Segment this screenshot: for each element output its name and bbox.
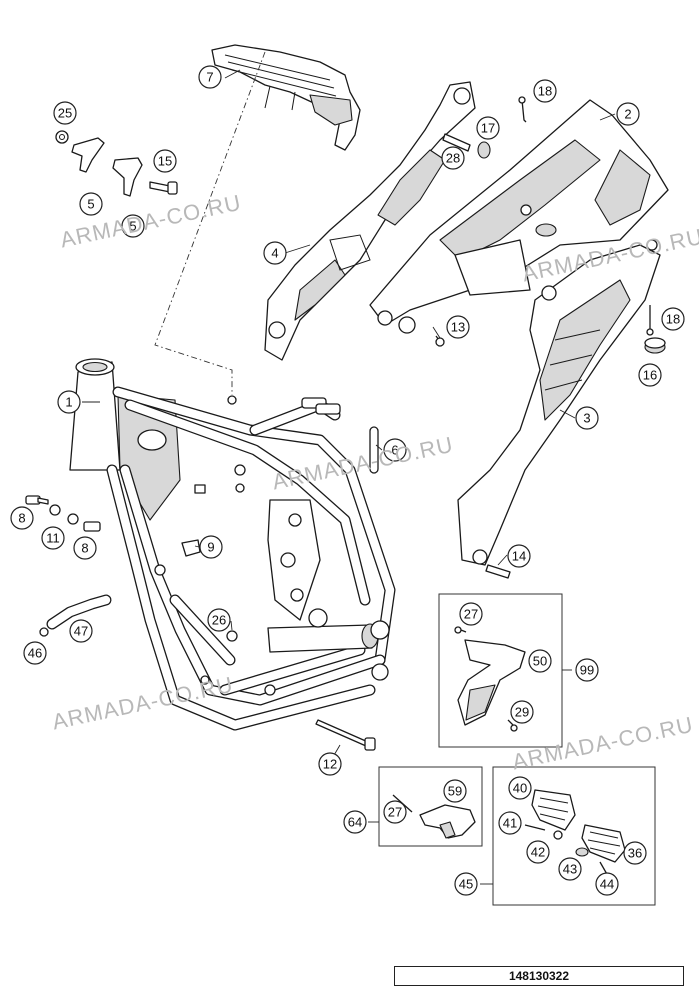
svg-text:18: 18: [666, 312, 680, 327]
svg-text:43: 43: [563, 862, 577, 877]
callout-64: 64: [343, 810, 367, 834]
callout-25: 25: [53, 101, 77, 125]
svg-text:2: 2: [624, 107, 631, 122]
svg-text:8: 8: [18, 511, 25, 526]
callout-44: 44: [595, 872, 619, 896]
callout-14: 14: [507, 544, 531, 568]
svg-text:26: 26: [212, 613, 226, 628]
kit-99-chain-guide: [438, 593, 572, 748]
svg-text:18: 18: [538, 84, 552, 99]
callout-2: 2: [616, 102, 640, 126]
callout-7: 7: [198, 65, 222, 89]
callout-5a: 5: [79, 192, 103, 216]
svg-text:5: 5: [87, 197, 94, 212]
side-cover: [264, 81, 476, 361]
svg-text:14: 14: [512, 549, 526, 564]
svg-text:17: 17: [481, 121, 495, 136]
callout-36: 36: [623, 841, 647, 865]
svg-text:27: 27: [464, 607, 478, 622]
callout-1: 1: [57, 390, 81, 414]
subframe-upper: [369, 99, 669, 334]
svg-text:5: 5: [129, 219, 136, 234]
svg-text:40: 40: [513, 781, 527, 796]
svg-text:1: 1: [65, 395, 72, 410]
callout-99: 99: [575, 658, 599, 682]
svg-text:13: 13: [451, 320, 465, 335]
svg-text:44: 44: [600, 877, 614, 892]
callout-29: 29: [510, 700, 534, 724]
svg-text:7: 7: [206, 70, 213, 85]
callouts: 1 2 3 4 5 5 6 7 8 8 9 11 12 13 14 15 16 …: [10, 65, 685, 896]
kit-64-slider: [368, 766, 483, 847]
svg-text:16: 16: [643, 368, 657, 383]
svg-text:29: 29: [515, 705, 529, 720]
svg-text:27: 27: [388, 805, 402, 820]
callout-40: 40: [508, 776, 532, 800]
svg-text:8: 8: [81, 541, 88, 556]
callout-18a: 18: [533, 79, 557, 103]
svg-text:6: 6: [391, 443, 398, 458]
callout-17: 17: [476, 116, 500, 140]
callout-9: 9: [199, 535, 223, 559]
svg-text:11: 11: [46, 531, 60, 546]
svg-text:45: 45: [459, 877, 473, 892]
front-bracket: [211, 44, 361, 151]
callout-43: 43: [558, 857, 582, 881]
svg-text:64: 64: [348, 815, 362, 830]
main-frame: [69, 358, 396, 731]
small-parts: [25, 51, 666, 751]
callout-11: 11: [41, 526, 65, 550]
callout-15: 15: [153, 149, 177, 173]
subframe-lower: [457, 239, 661, 566]
callout-4: 4: [263, 241, 287, 265]
svg-text:41: 41: [503, 816, 517, 831]
svg-text:9: 9: [207, 540, 214, 555]
callout-27a: 27: [459, 602, 483, 626]
callout-42: 42: [526, 840, 550, 864]
svg-text:47: 47: [74, 624, 88, 639]
svg-text:99: 99: [580, 663, 594, 678]
callout-47: 47: [69, 619, 93, 643]
callout-18b: 18: [661, 307, 685, 331]
callout-50: 50: [528, 649, 552, 673]
svg-text:3: 3: [583, 411, 590, 426]
svg-text:50: 50: [533, 654, 547, 669]
callout-8b: 8: [73, 536, 97, 560]
callout-59: 59: [443, 779, 467, 803]
callout-8a: 8: [10, 506, 34, 530]
callout-27b: 27: [383, 800, 407, 824]
callout-6: 6: [383, 438, 407, 462]
callout-26: 26: [207, 608, 231, 632]
svg-text:46: 46: [28, 646, 42, 661]
svg-text:42: 42: [531, 845, 545, 860]
svg-text:12: 12: [323, 757, 337, 772]
leader-lines: [82, 69, 616, 763]
document-number: 148130322: [394, 966, 684, 986]
svg-text:15: 15: [158, 154, 172, 169]
callout-3: 3: [575, 406, 599, 430]
callout-13: 13: [446, 315, 470, 339]
callout-45: 45: [454, 872, 478, 896]
svg-text:36: 36: [628, 846, 642, 861]
callout-16: 16: [638, 363, 662, 387]
callout-46: 46: [23, 641, 47, 665]
callout-5b: 5: [121, 214, 145, 238]
callout-12: 12: [318, 752, 342, 776]
kit-45-footrests: [480, 766, 656, 906]
svg-text:25: 25: [58, 106, 72, 121]
svg-text:4: 4: [271, 246, 278, 261]
svg-text:28: 28: [446, 151, 460, 166]
callout-41: 41: [498, 811, 522, 835]
svg-text:59: 59: [448, 784, 462, 799]
callout-28: 28: [441, 146, 465, 170]
